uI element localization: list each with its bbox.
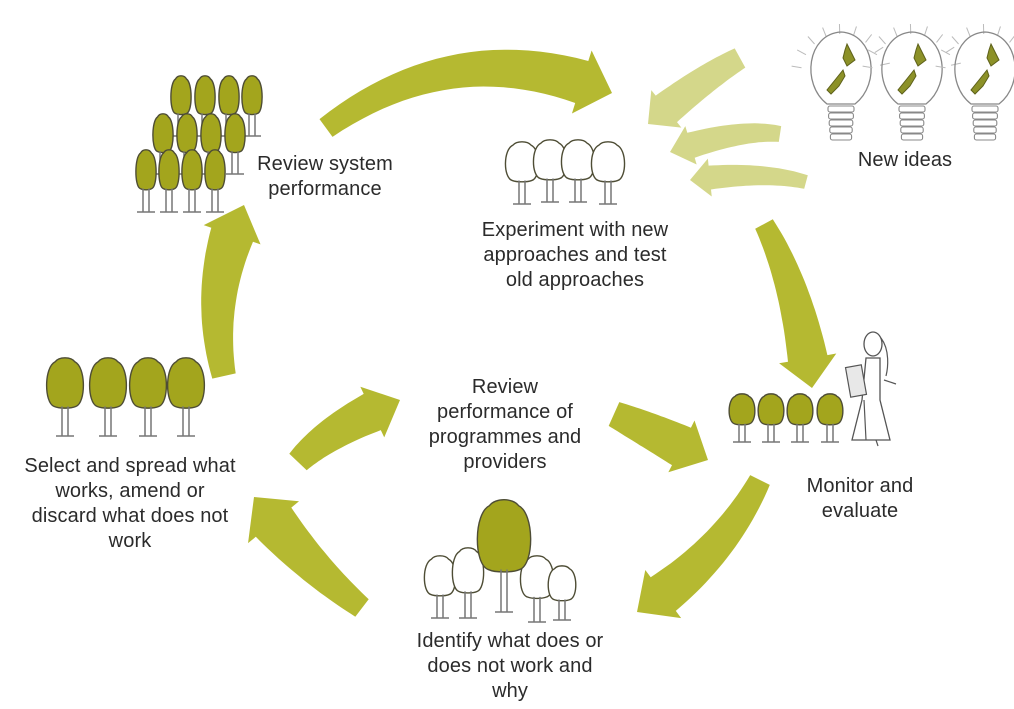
tree-monitor-2 bbox=[786, 393, 814, 443]
tree-monitor-0 bbox=[728, 393, 756, 443]
tree-experiment-3 bbox=[590, 141, 626, 205]
arrow-experiment-to-monitor bbox=[755, 219, 837, 388]
tree-identify-2 bbox=[476, 499, 532, 613]
tree-groups bbox=[45, 75, 844, 623]
tree-experiment-0 bbox=[504, 141, 540, 205]
arrow-programmes-to-monitor bbox=[608, 402, 708, 473]
tree-review-bottom-1 bbox=[158, 149, 180, 213]
label-new-ideas: New ideas bbox=[857, 149, 953, 171]
arrow-idea-3 bbox=[690, 158, 808, 197]
tree-review-top-3 bbox=[241, 75, 263, 137]
tree-select-2 bbox=[128, 357, 168, 437]
arrow-select-to-programmes bbox=[289, 386, 400, 471]
arrow-monitor-to-identify bbox=[637, 475, 770, 619]
arrow-idea-2 bbox=[670, 123, 782, 165]
tree-review-bottom-3 bbox=[204, 149, 226, 213]
new-ideas-bulbs bbox=[791, 24, 1014, 141]
tree-select-3 bbox=[166, 357, 206, 437]
lightbulb-icon-2 bbox=[862, 24, 961, 141]
tree-select-0 bbox=[45, 357, 85, 437]
tree-identify-0 bbox=[423, 555, 457, 619]
tree-monitor-1 bbox=[757, 393, 785, 443]
lightbulb-icon-3 bbox=[935, 24, 1014, 141]
arrow-review-to-experiment bbox=[319, 49, 612, 137]
cycle-arrows bbox=[201, 48, 837, 619]
tree-experiment-1 bbox=[532, 139, 568, 203]
arrow-idea-1 bbox=[648, 48, 746, 128]
tree-review-mid-3 bbox=[224, 113, 246, 175]
tree-select-1 bbox=[88, 357, 128, 437]
tree-review-bottom-2 bbox=[181, 149, 203, 213]
tree-experiment-2 bbox=[560, 139, 596, 203]
tree-identify-3 bbox=[519, 555, 555, 623]
tree-identify-1 bbox=[451, 547, 485, 619]
lightbulb-icon-1 bbox=[791, 24, 890, 141]
arrow-select-to-review bbox=[201, 205, 261, 379]
tree-identify-4 bbox=[547, 565, 577, 621]
arrow-identify-to-select bbox=[248, 497, 369, 617]
tree-monitor-3 bbox=[816, 393, 844, 443]
person-with-clipboard-icon bbox=[844, 331, 897, 447]
tree-review-bottom-0 bbox=[135, 149, 157, 213]
